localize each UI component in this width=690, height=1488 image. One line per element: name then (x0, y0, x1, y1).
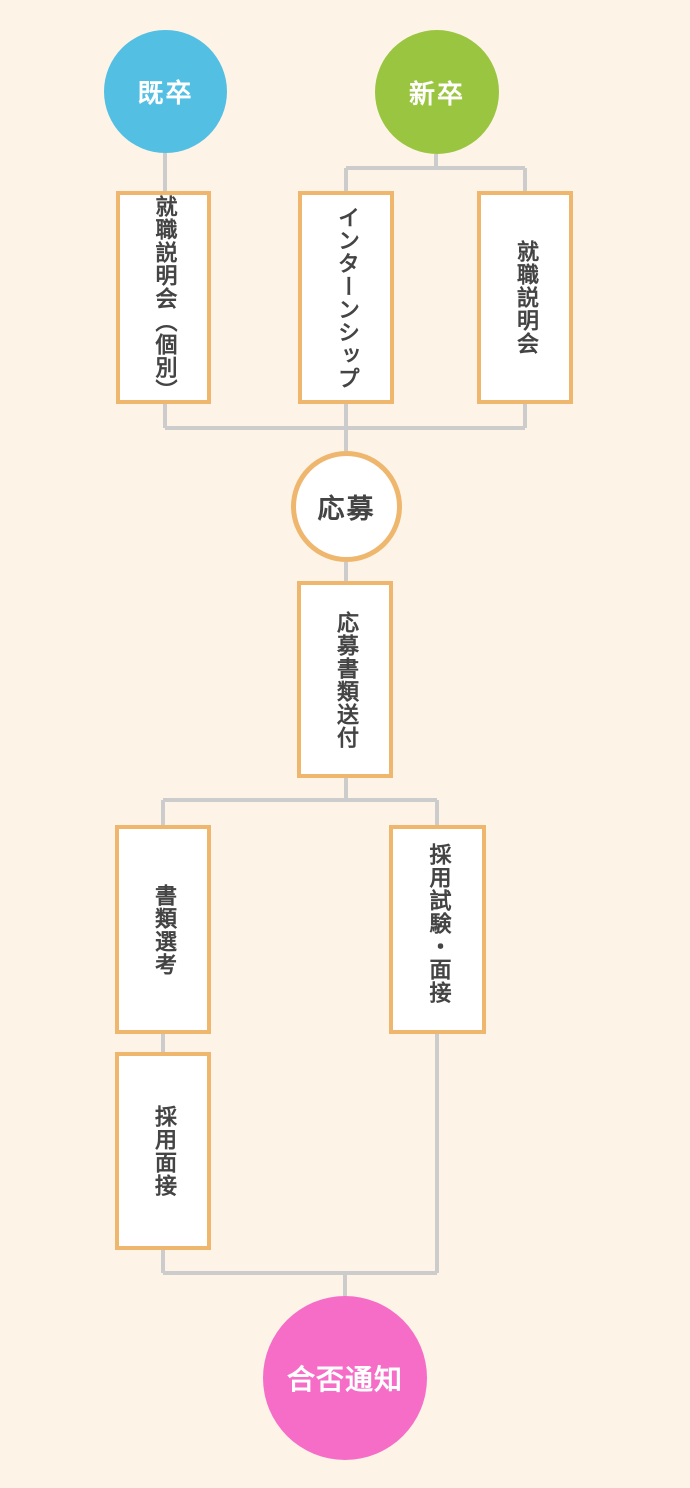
shinsotsu-node: 新卒 (375, 30, 499, 154)
shinsotsu-briefing-label: 就職説明会 (513, 240, 538, 355)
result-notice-label: 合否通知 (286, 1363, 403, 1396)
kisotsu-label: 既卒 (137, 79, 194, 109)
kisotsu-briefing-label: 就職説明会（個別） (151, 195, 177, 402)
exam-interview-label: 採用試験・面接 (425, 843, 451, 1004)
send-documents-label: 応募書類送付 (333, 610, 358, 749)
shinsotsu-label: 新卒 (408, 79, 465, 110)
send-documents-box: 応募書類送付 (297, 581, 393, 778)
document-screening-label: 書類選考 (151, 883, 176, 976)
shinsotsu-briefing-box: 就職説明会 (477, 191, 573, 404)
hiring-interview-label: 採用面接 (151, 1105, 176, 1197)
internship-box: インターンシップ (298, 191, 394, 404)
internship-label: インターンシップ (334, 205, 359, 390)
document-screening-box: 書類選考 (115, 825, 211, 1034)
kisotsu-node: 既卒 (104, 30, 227, 153)
exam-interview-box: 採用試験・面接 (389, 825, 486, 1034)
kisotsu-briefing-box: 就職説明会（個別） (116, 191, 211, 404)
application-label: 応募 (317, 494, 376, 525)
hiring-interview-box: 採用面接 (115, 1052, 211, 1250)
result-notice-node: 合否通知 (263, 1296, 427, 1460)
application-node: 応募 (291, 451, 402, 562)
